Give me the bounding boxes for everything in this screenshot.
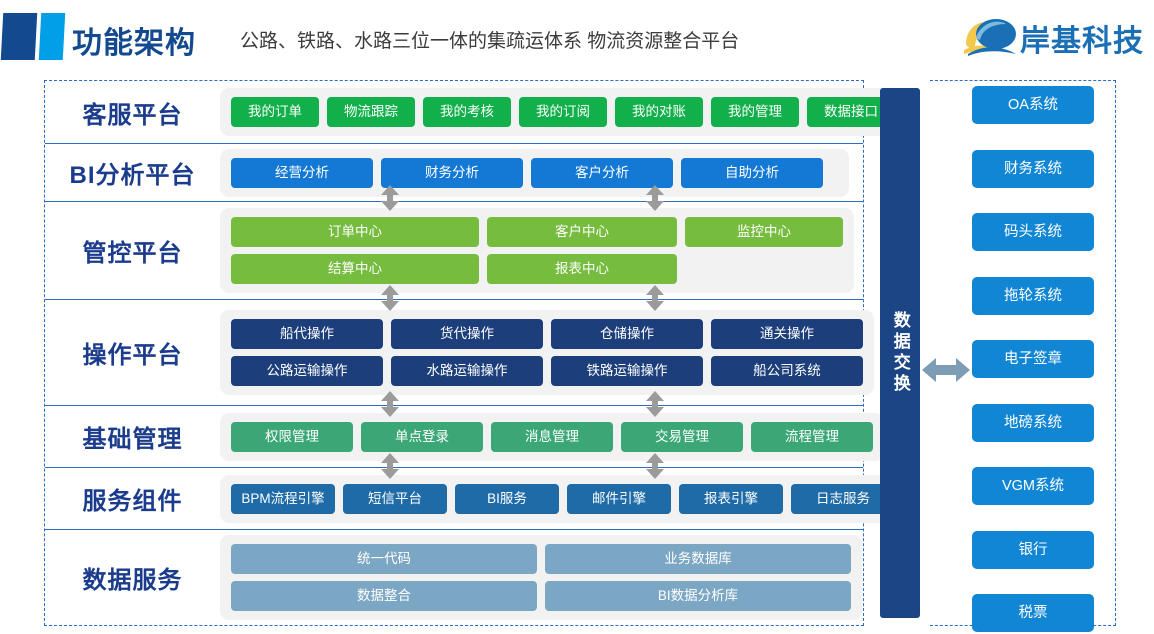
module-button[interactable]: 统一代码 [231,543,537,574]
page-title: 功能架构 [72,27,196,60]
architecture-row: 服务组件 BPM流程引擎短信平台 BI服务邮件引擎报表引擎日志服务 [45,467,906,529]
module-button[interactable]: 船代操作 [231,319,383,349]
external-system-box[interactable]: 地磅系统 [972,403,1094,442]
architecture-row: 操作平台船代操作货代操作仓储操作通关操作公路运输操作水路运输操作铁路运输操作船公… [45,299,874,405]
row-label: 操作平台 [82,342,183,369]
module-button[interactable]: 报表中心 [487,254,677,284]
architecture-row: 客服平台 我的订单物流跟踪我的考核我的订阅我的对账我的管理数据接口 [45,81,906,143]
module-button[interactable]: 经营分析 [231,157,373,188]
module-button[interactable]: 报表引擎 [679,483,783,514]
module-button[interactable]: BI服务 [455,483,559,514]
module-button[interactable]: 订单中心 [231,217,479,247]
row-items-line: 数据整合 BI数据分析库 [231,580,851,611]
module-button[interactable]: 我的管理 [711,97,799,127]
row-label: 管控平台 [82,240,183,267]
module-button[interactable]: 单点登录 [361,421,483,452]
architecture-row: 管控平台订单中心客户中心监控中心结算中心报表中心 [45,201,863,299]
logo-text: 岸基科技 [1020,25,1144,58]
page-header: 功能架构 公路、铁路、水路三位一体的集疏运体系 物流资源整合平台 岸基科技 [0,0,1154,72]
module-button[interactable]: 结算中心 [231,254,479,284]
row-items-group: 经营分析财务分析客户分析自助分析 [220,148,849,197]
module-button[interactable]: 我的考核 [423,97,511,127]
module-button[interactable]: 客户分析 [531,157,673,188]
module-button[interactable]: BI数据分析库 [545,580,851,611]
module-button[interactable]: 我的订阅 [519,97,607,127]
row-items-line: 统一代码业务数据库 [231,543,851,574]
row-label: BI分析平台 [69,162,196,189]
bidirectional-arrow-icon [922,355,970,385]
row-items-group: 船代操作货代操作仓储操作通关操作公路运输操作水路运输操作铁路运输操作船公司系统 [220,310,874,395]
module-button[interactable]: 监控中心 [685,217,843,247]
page-subtitle: 公路、铁路、水路三位一体的集疏运体系 物流资源整合平台 [240,31,740,52]
module-button[interactable]: 物流跟踪 [327,97,415,127]
module-button[interactable]: 通关操作 [711,319,863,349]
row-items-line: 船代操作货代操作仓储操作通关操作 [231,319,863,349]
module-button[interactable]: 铁路运输操作 [551,356,703,386]
header-accent-bar-cyan [38,13,66,60]
module-button[interactable]: 水路运输操作 [391,356,543,386]
module-button[interactable]: 邮件引擎 [567,483,671,514]
row-items-line: 结算中心报表中心 [231,254,843,284]
module-button[interactable]: 消息管理 [491,421,613,452]
logo-mark-icon [962,14,1022,58]
row-items-line: 订单中心客户中心监控中心 [231,217,843,247]
external-system-box[interactable]: VGM系统 [972,467,1094,505]
data-exchange-bar: 数据交换 [880,88,920,618]
module-button[interactable]: 交易管理 [621,421,743,452]
row-label: 数据服务 [82,566,183,594]
module-button[interactable]: 短信平台 [343,483,447,514]
row-label: 服务组件 [82,488,183,515]
module-button[interactable]: BPM流程引擎 [231,483,335,514]
module-button[interactable]: 我的对账 [615,97,703,127]
module-button[interactable]: 货代操作 [391,319,543,349]
header-accent-bar-navy [0,13,38,60]
module-button[interactable]: 仓储操作 [551,319,703,349]
row-items-line: 权限管理单点登录消息管理交易管理流程管理 [231,421,873,452]
row-items-line: 公路运输操作水路运输操作铁路运输操作船公司系统 [231,356,863,386]
data-exchange-label: 数据交换 [890,311,910,395]
architecture-row: 基础管理 权限管理单点登录消息管理交易管理流程管理 [45,405,884,467]
external-systems-column: OA系统财务系统码头系统拖轮系统电子签章地磅系统 VGM系统银行税票 [972,86,1094,632]
row-label: 基础管理 [82,426,183,453]
external-system-box[interactable]: 税票 [972,594,1094,632]
external-system-box[interactable]: 银行 [972,530,1094,569]
module-button[interactable]: 船公司系统 [711,356,863,386]
row-label: 客服平台 [82,101,183,129]
module-button[interactable]: 财务分析 [381,157,523,188]
architecture-panel: 客服平台 我的订单物流跟踪我的考核我的订阅我的对账我的管理数据接口 BI分析平台 经营… [44,80,906,626]
row-items-group: 权限管理单点登录消息管理交易管理流程管理 [220,412,884,461]
external-system-box[interactable]: 财务系统 [972,149,1094,188]
module-button[interactable]: 权限管理 [231,421,353,452]
row-items-line: 我的订单物流跟踪我的考核我的订阅我的对账我的管理数据接口 [231,97,895,127]
row-items-group: 订单中心客户中心监控中心结算中心报表中心 [220,208,854,293]
module-button[interactable]: 流程管理 [751,421,873,452]
external-system-box[interactable]: 码头系统 [972,213,1094,251]
row-items-group: 我的订单物流跟踪我的考核我的订阅我的对账我的管理数据接口 [220,88,906,136]
module-button[interactable]: 公路运输操作 [231,356,383,386]
external-system-box[interactable]: 电子签章 [972,340,1094,378]
module-placeholder [685,254,843,284]
module-button[interactable]: 自助分析 [681,157,823,188]
row-items-line: BPM流程引擎短信平台 BI服务邮件引擎报表引擎日志服务 [231,483,895,514]
module-button[interactable]: 数据整合 [231,580,537,611]
module-button[interactable]: 我的订单 [231,97,319,127]
external-system-box[interactable]: OA系统 [972,86,1094,124]
row-items-group: BPM流程引擎短信平台 BI服务邮件引擎报表引擎日志服务 [220,474,906,523]
row-items-line: 经营分析财务分析客户分析自助分析 [231,157,838,188]
external-system-box[interactable]: 拖轮系统 [972,276,1094,315]
architecture-row: BI分析平台 经营分析财务分析客户分析自助分析 [45,143,863,201]
architecture-row: 数据服务 统一代码业务数据库数据整合 BI数据分析库 [45,529,863,624]
module-button[interactable]: 客户中心 [487,217,677,247]
module-button[interactable]: 日志服务 [791,483,895,514]
company-logo: 岸基科技 [962,12,1148,60]
row-items-group: 统一代码业务数据库数据整合 BI数据分析库 [220,534,862,620]
module-button[interactable]: 业务数据库 [545,543,851,574]
